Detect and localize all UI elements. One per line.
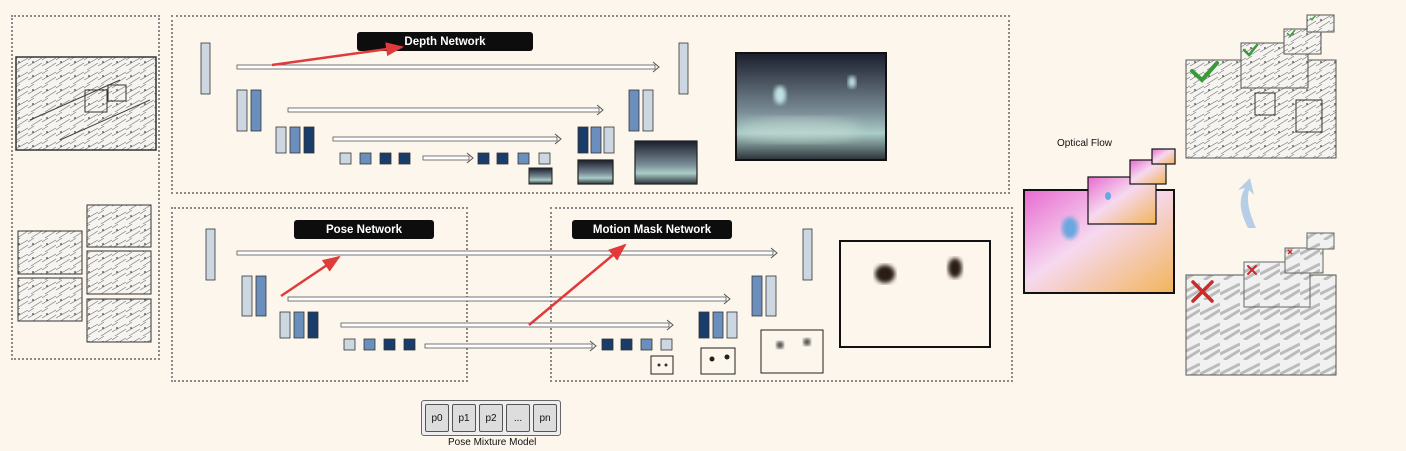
pose-network-region bbox=[171, 207, 468, 382]
depth-encoder-blocks bbox=[200, 42, 411, 165]
pose-mixture-model: p0 p1 p2 ... pn bbox=[421, 400, 561, 436]
depth-decoder-blocks bbox=[477, 42, 689, 165]
motion-mask-decoder-blocks bbox=[601, 228, 813, 351]
depth-network-region bbox=[171, 15, 1010, 194]
pose-mixture-model-label: Pose Mixture Model bbox=[448, 437, 537, 448]
depth-output-maps bbox=[528, 52, 887, 185]
main-input-frame bbox=[15, 56, 157, 151]
optical-flow-label: Optical Flow bbox=[1057, 138, 1113, 149]
up-arrow-icon bbox=[1238, 178, 1256, 228]
checkmark-icon bbox=[1190, 15, 1316, 83]
pose-component-p2: p2 bbox=[479, 404, 503, 432]
cross-icon bbox=[1191, 249, 1293, 303]
motion-mask-red-arrow bbox=[528, 243, 627, 326]
motion-mask-output-maps bbox=[650, 240, 991, 375]
depth-red-arrow bbox=[271, 42, 404, 67]
pose-component-ellipsis: ... bbox=[506, 404, 530, 432]
accepted-frames bbox=[1185, 14, 1337, 159]
pose-red-arrow bbox=[280, 255, 341, 298]
pose-component-p0: p0 bbox=[425, 404, 449, 432]
depth-skip-connections bbox=[236, 61, 660, 164]
input-frames-region bbox=[11, 15, 160, 360]
pose-component-p1: p1 bbox=[452, 404, 476, 432]
pose-network-label: Pose Network bbox=[294, 220, 434, 239]
pose-encoder-blocks bbox=[205, 228, 416, 351]
motion-mask-network-region bbox=[550, 207, 1013, 382]
pose-component-pn: pn bbox=[533, 404, 557, 432]
pose-motion-skip-connections bbox=[236, 247, 778, 352]
input-frame-thumbnails bbox=[17, 204, 152, 343]
motion-mask-network-label: Motion Mask Network bbox=[572, 220, 732, 239]
optical-flow-stack bbox=[1023, 148, 1176, 294]
rejected-frames bbox=[1185, 232, 1337, 376]
